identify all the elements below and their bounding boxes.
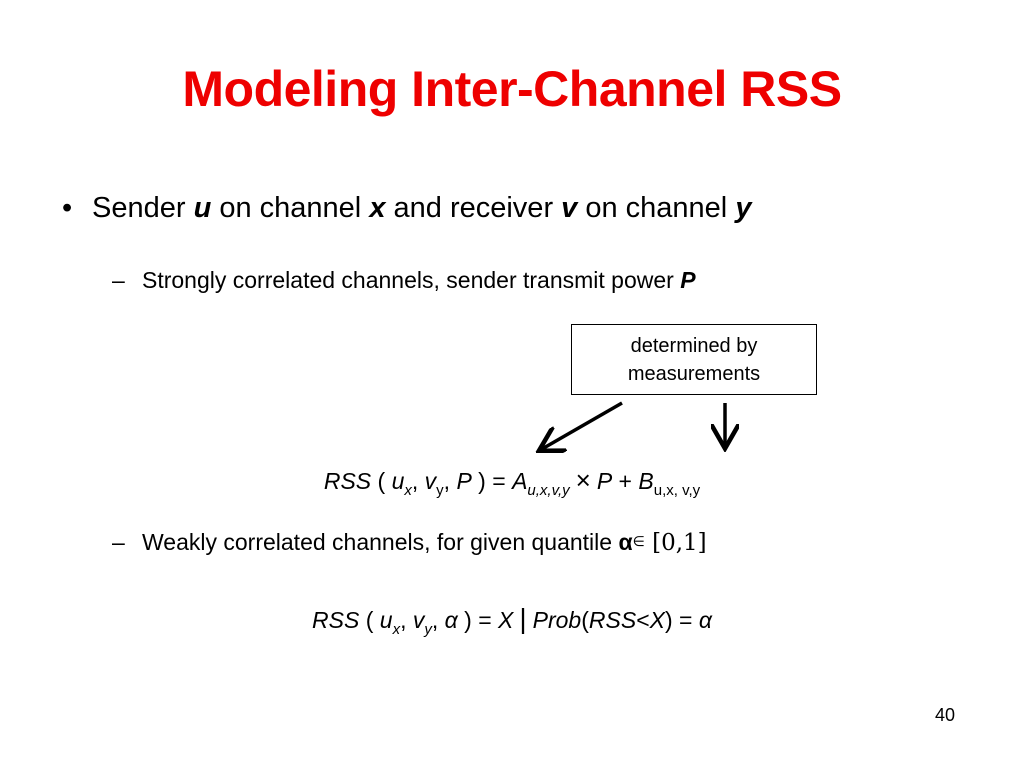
formula-subscript: x [404, 482, 412, 499]
formula-var: v [424, 468, 437, 494]
dash-icon: – [112, 529, 125, 555]
element-of-symbol: ∈ [632, 533, 645, 549]
formula-var: v [412, 607, 425, 633]
var-v: v [561, 192, 578, 224]
slide-title: Modeling Inter-Channel RSS [182, 61, 842, 117]
var-u: u [193, 192, 212, 224]
var-x: x [369, 192, 386, 224]
formula-var-a: A [512, 468, 528, 494]
alpha-symbol: α [618, 529, 633, 555]
formula-text: , [400, 607, 413, 633]
bullet-sender-receiver: • Sender u on channel x and receiver v on… [62, 192, 751, 225]
formula-text: + [612, 468, 639, 494]
formula-subscript: y [424, 621, 432, 638]
formula-var: P [596, 468, 613, 494]
formula-var: u [379, 607, 393, 633]
bullet-text: Sender [92, 192, 194, 224]
bullet-text: and receiver [385, 192, 562, 224]
formula-rss: RSS [323, 468, 372, 494]
formula-var: α [444, 607, 458, 633]
formula-text: ( [359, 607, 380, 633]
formula-var-b: B [638, 468, 654, 494]
formula-var: α [698, 607, 712, 633]
formula-var: P [456, 468, 472, 494]
formula-text: ) = [664, 607, 699, 633]
sub-bullet-strong: –Strongly correlated channels, sender tr… [112, 267, 696, 294]
callout-box: determined by measurements [571, 324, 817, 395]
formula-subscript: u,x,v,y [527, 482, 570, 499]
formula-text: ) = [457, 607, 499, 633]
callout-line: measurements [627, 363, 761, 385]
slide-number: 40 [935, 705, 956, 725]
formula-var: X [498, 607, 514, 633]
formula-prob: Prob [532, 607, 582, 633]
given-bar: | [519, 603, 527, 634]
formula-var: u [391, 468, 405, 494]
formula-text: , [431, 607, 445, 633]
var-p: P [680, 267, 696, 293]
formula-strong: RSS ( ux, vy, P ) = Au,x,v,y×P + Bu,x, v… [0, 465, 1024, 499]
var-y: y [735, 192, 752, 224]
interval-text: [0,1] [644, 530, 707, 556]
formula-text: < [636, 607, 650, 633]
bullet-text: on channel [577, 192, 736, 224]
formula-subscript: x [392, 621, 401, 638]
formula-rss: RSS [312, 607, 360, 633]
formula-text: , [411, 468, 425, 494]
dash-icon: – [112, 267, 125, 293]
bullet-icon: • [62, 192, 73, 224]
formula-text: ) = [471, 468, 513, 494]
formula-text: , [443, 468, 457, 494]
sub-bullet-weak: –Weakly correlated channels, for given q… [112, 529, 707, 556]
times-symbol: × [575, 465, 591, 495]
bullet-text: on channel [211, 192, 370, 224]
formula-var: X [649, 607, 665, 633]
formula-rss: RSS [588, 607, 637, 633]
formula-subscript: y [436, 482, 444, 499]
callout-line: determined by [630, 335, 758, 357]
formula-subscript: u,x, v,y [653, 482, 701, 499]
sub-bullet-text: Weakly correlated channels, for given qu… [142, 529, 619, 555]
arrow-to-a [542, 401, 623, 449]
formula-text: ( [371, 468, 392, 494]
sub-bullet-text: Strongly correlated channels, sender tra… [142, 267, 681, 293]
formula-weak: RSS ( ux, vy, α ) = X|Prob(RSS<X) = α [0, 603, 1024, 638]
formula-text: ( [581, 607, 589, 633]
